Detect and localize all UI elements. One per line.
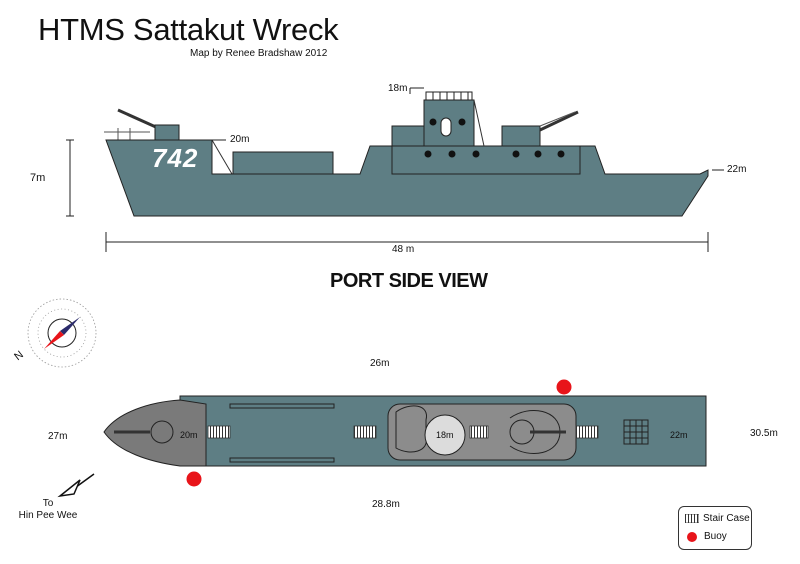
view-caption: PORT SIDE VIEW bbox=[330, 270, 488, 292]
porthole bbox=[472, 150, 480, 158]
bow-gun-mount bbox=[150, 420, 174, 444]
direction-label-line1: To bbox=[42, 498, 54, 509]
buoy-marker-starboard bbox=[556, 379, 572, 395]
page-title: HTMS Sattakut Wreck bbox=[38, 12, 339, 47]
stern-gun-barrel bbox=[539, 110, 579, 132]
top-view bbox=[103, 379, 707, 487]
tower-top bbox=[424, 414, 466, 456]
porthole bbox=[557, 150, 565, 158]
direction-arrow bbox=[57, 473, 95, 498]
staircase-mid bbox=[353, 425, 377, 439]
bow-depth-label: 20m bbox=[230, 134, 250, 145]
legend: Stair Case Buoy bbox=[678, 506, 752, 550]
deck-rail bbox=[229, 403, 335, 409]
starboard-depth-label: 28.8m bbox=[372, 499, 400, 510]
port-depth-label: 26m bbox=[370, 358, 390, 369]
compass-needle-north bbox=[60, 317, 80, 335]
direction-label: To Hin Pee Wee bbox=[18, 498, 78, 522]
legend-staircase: Stair Case bbox=[685, 513, 750, 524]
hull-number: 742 bbox=[152, 143, 199, 173]
height-label: 7m bbox=[30, 172, 46, 184]
porthole bbox=[512, 150, 520, 158]
deck-rail bbox=[229, 457, 335, 463]
porthole bbox=[424, 150, 432, 158]
tower-deck-depth-label: 18m bbox=[436, 430, 454, 440]
legend-buoy-label: Buoy bbox=[704, 531, 727, 542]
stern-side-depth-label: 30.5m bbox=[750, 428, 778, 439]
length-label: 48 m bbox=[392, 244, 415, 255]
side-view bbox=[66, 87, 724, 252]
map-credit: Map by Renee Bradshaw 2012 bbox=[190, 48, 328, 59]
stern-gun-turret bbox=[501, 125, 541, 147]
compass-needle-south bbox=[44, 331, 64, 349]
staircase-tower bbox=[469, 425, 489, 439]
cargo-hatch bbox=[232, 151, 334, 175]
staircase-bow bbox=[207, 425, 231, 439]
buoy-icon bbox=[687, 531, 697, 542]
legend-staircase-label: Stair Case bbox=[703, 513, 750, 524]
compass-rose bbox=[27, 298, 97, 368]
bridge-door bbox=[440, 117, 452, 137]
bow-deck bbox=[103, 399, 207, 467]
grid-hatch bbox=[623, 419, 649, 445]
stern-deck-depth-label: 22m bbox=[670, 430, 688, 440]
bow-gun-barrel bbox=[117, 108, 159, 130]
direction-label-line2: Hin Pee Wee bbox=[18, 510, 78, 521]
legend-buoy: Buoy bbox=[685, 531, 727, 542]
buoy-marker-port bbox=[186, 471, 202, 487]
tower-depth-label: 18m bbox=[388, 83, 408, 94]
staircase-icon bbox=[685, 514, 699, 523]
porthole bbox=[534, 150, 542, 158]
stern-depth-label: 22m bbox=[727, 164, 747, 175]
staircase-stern bbox=[575, 425, 599, 439]
bow-deck-depth-label: 20m bbox=[180, 430, 198, 440]
superstructure bbox=[391, 145, 581, 175]
porthole bbox=[448, 150, 456, 158]
bow-side-depth-label: 27m bbox=[48, 431, 68, 442]
